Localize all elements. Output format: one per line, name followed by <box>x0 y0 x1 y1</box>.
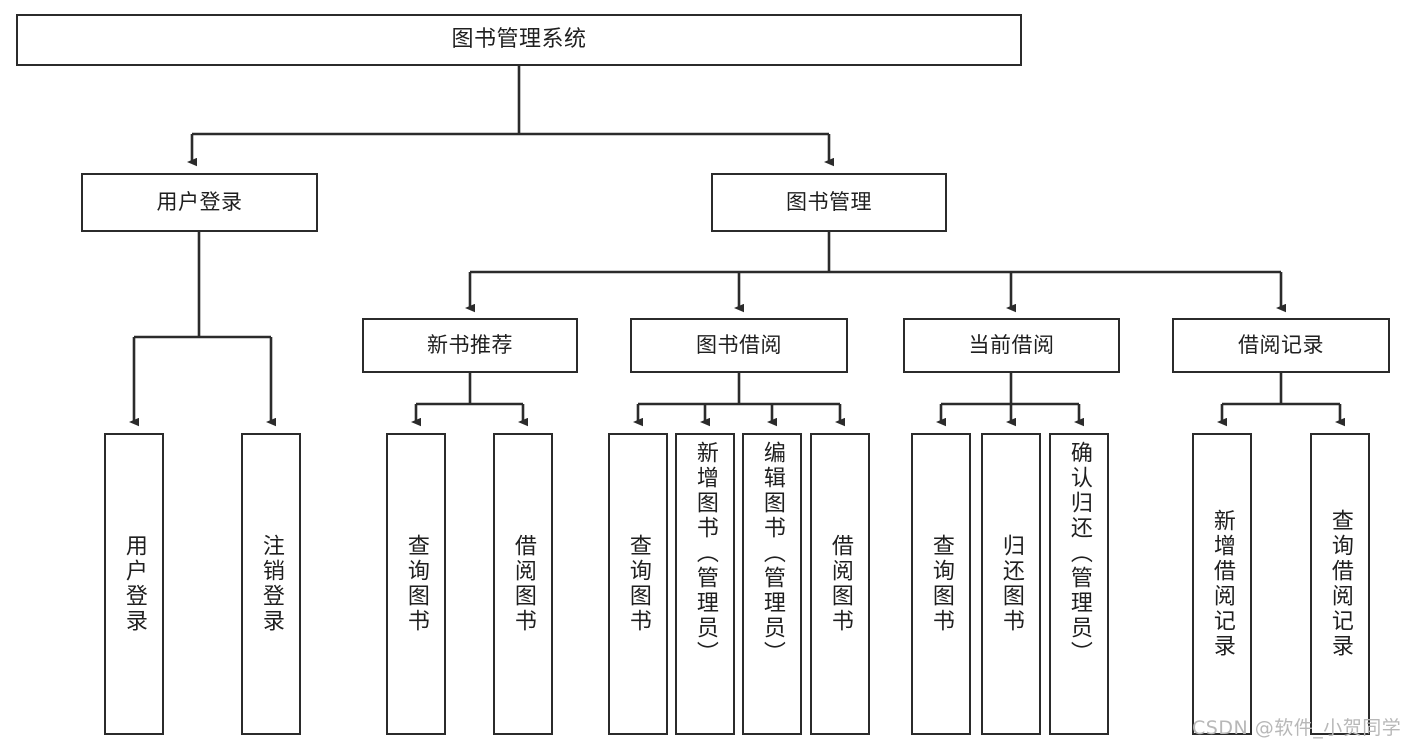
node-label: 注销登录 <box>258 534 284 634</box>
node-current-borrow[interactable]: 当前借阅 <box>903 318 1120 373</box>
leaf-rc-add-record[interactable]: 新增借阅记录 <box>1192 433 1252 735</box>
node-root-system[interactable]: 图书管理系统 <box>16 14 1022 66</box>
leaf-rc-query-record[interactable]: 查询借阅记录 <box>1310 433 1370 735</box>
node-borrow-record[interactable]: 借阅记录 <box>1172 318 1390 373</box>
leaf-bw-borrow-book[interactable]: 借阅图书 <box>810 433 870 735</box>
node-label: 借阅记录 <box>1238 332 1324 357</box>
node-label: 用户登录 <box>121 534 147 634</box>
leaf-nb-query-book[interactable]: 查询图书 <box>386 433 446 735</box>
node-label: 新增借阅记录 <box>1209 509 1235 659</box>
leaf-cb-query-book[interactable]: 查询图书 <box>911 433 971 735</box>
node-label: 图书管理系统 <box>451 26 587 52</box>
node-label: 用户登录 <box>156 189 243 214</box>
leaf-bw-query-book[interactable]: 查询图书 <box>608 433 668 735</box>
node-label: 新增图书（管理员） <box>692 441 718 666</box>
leaf-cb-confirm-return-admin[interactable]: 确认归还（管理员） <box>1049 433 1109 735</box>
leaf-bw-edit-book-admin[interactable]: 编辑图书（管理员） <box>742 433 802 735</box>
leaf-nb-borrow-book[interactable]: 借阅图书 <box>493 433 553 735</box>
node-label: 归还图书 <box>998 534 1024 634</box>
node-book-management[interactable]: 图书管理 <box>711 173 947 232</box>
node-label: 当前借阅 <box>968 332 1055 357</box>
node-user-login[interactable]: 用户登录 <box>81 173 318 232</box>
node-book-borrow[interactable]: 图书借阅 <box>630 318 848 373</box>
leaf-cb-return-book[interactable]: 归还图书 <box>981 433 1041 735</box>
node-label: 借阅图书 <box>510 534 536 634</box>
node-label: 新书推荐 <box>427 332 513 357</box>
leaf-bw-add-book-admin[interactable]: 新增图书（管理员） <box>675 433 735 735</box>
node-label: 查询借阅记录 <box>1327 509 1353 659</box>
node-new-book-recommend[interactable]: 新书推荐 <box>362 318 578 373</box>
node-label: 编辑图书（管理员） <box>759 441 785 666</box>
node-label: 确认归还（管理员） <box>1066 441 1092 666</box>
node-label: 查询图书 <box>928 534 954 634</box>
node-label: 查询图书 <box>403 534 429 634</box>
node-label: 图书管理 <box>786 189 872 214</box>
leaf-logout[interactable]: 注销登录 <box>241 433 301 735</box>
node-label: 图书借阅 <box>696 332 782 357</box>
leaf-user-login[interactable]: 用户登录 <box>104 433 164 735</box>
node-label: 查询图书 <box>625 534 651 634</box>
node-label: 借阅图书 <box>827 534 853 634</box>
